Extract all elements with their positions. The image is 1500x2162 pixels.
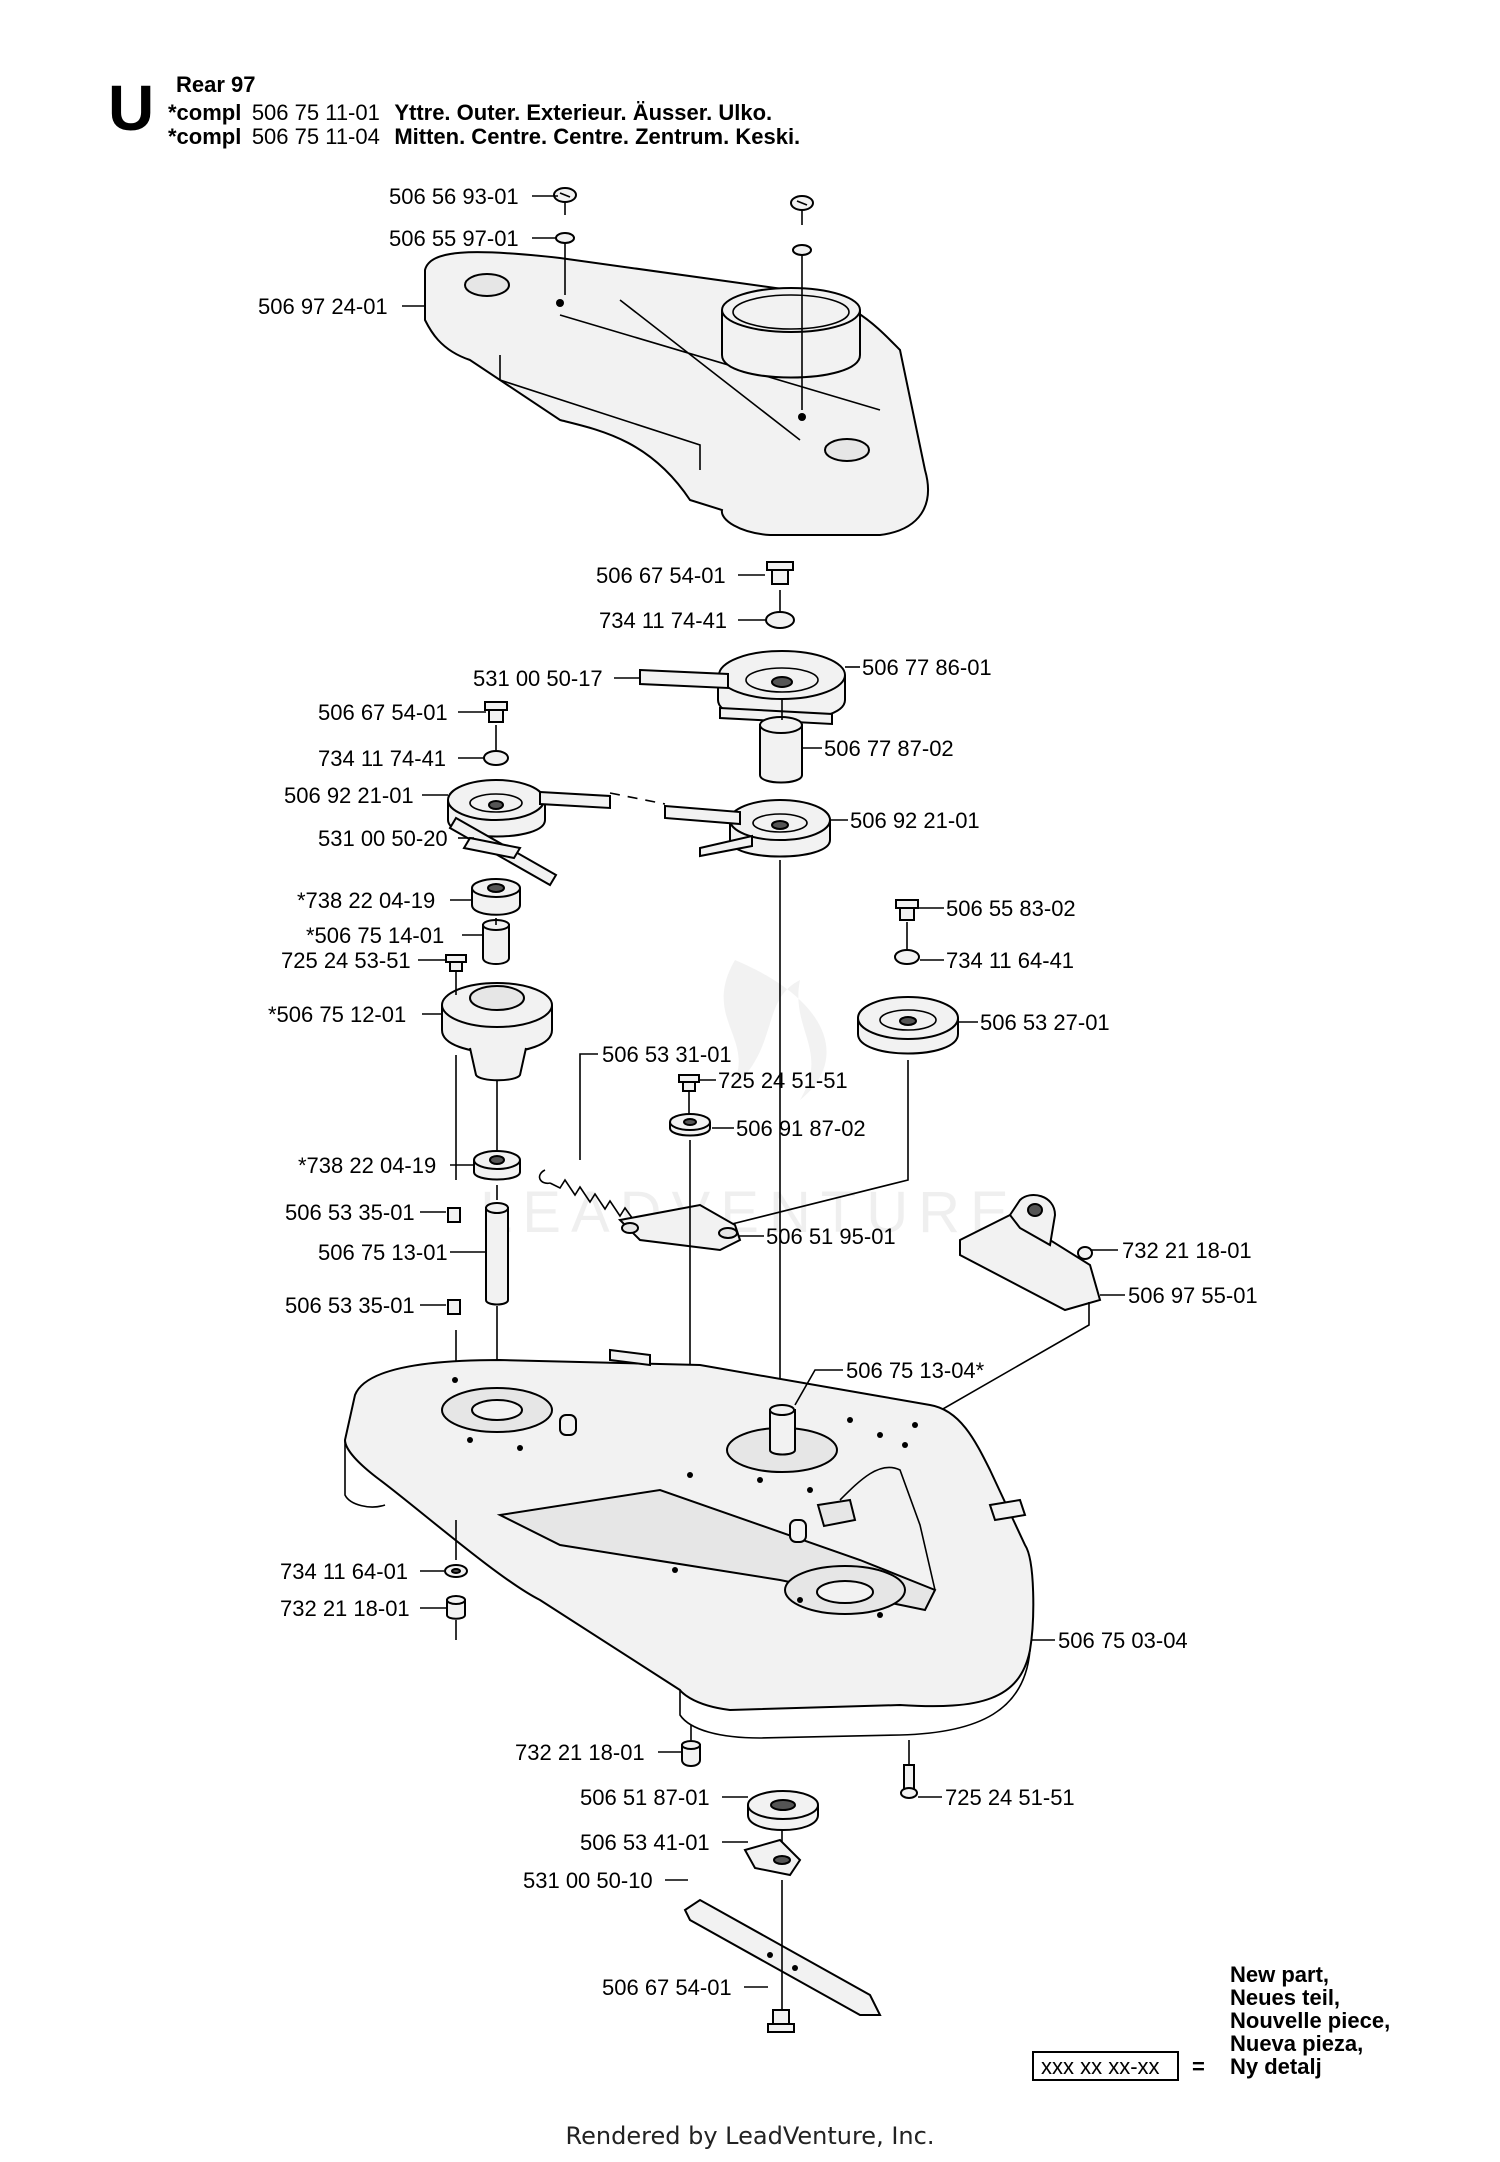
part-label: 725 24 51-51 bbox=[945, 1785, 1075, 1810]
header-line-1-number: 506 75 11-01 bbox=[252, 100, 380, 125]
part-label: 506 51 87-01 bbox=[580, 1785, 710, 1810]
part-label: 531 00 50-17 bbox=[473, 666, 603, 691]
part-label: 506 67 54-01 bbox=[318, 700, 448, 725]
part-label: 734 11 64-41 bbox=[946, 948, 1074, 973]
part-label: 531 00 50-20 bbox=[318, 826, 448, 851]
legend-equals: = bbox=[1192, 2054, 1205, 2079]
part-label: 506 53 27-01 bbox=[980, 1010, 1110, 1035]
header-line-2-prefix: *compl bbox=[168, 124, 241, 149]
legend-box-text: xxx xx xx-xx bbox=[1041, 2054, 1160, 2079]
legend-sample-box bbox=[1032, 2051, 1179, 2081]
legend-line: Neues teil, bbox=[1230, 1985, 1340, 2010]
top-cover-part bbox=[424, 251, 929, 536]
part-label: 734 11 64-01 bbox=[280, 1559, 408, 1584]
part-label: 506 67 54-01 bbox=[602, 1975, 732, 2000]
idler-bracket bbox=[617, 1074, 742, 1475]
header-title: Rear 97 bbox=[176, 72, 256, 97]
legend-line: Ny detalj bbox=[1230, 2054, 1322, 2079]
belt-531-00-50-17-end-b bbox=[719, 706, 833, 726]
blade-assembly bbox=[681, 1725, 918, 2033]
left-pulley-stack bbox=[441, 701, 611, 1400]
part-label: *738 22 04-19 bbox=[298, 1153, 436, 1178]
part-label: 725 24 53-51 bbox=[281, 948, 411, 973]
cover-boss-right bbox=[824, 438, 870, 462]
part-label: 506 56 93-01 bbox=[389, 184, 519, 209]
part-label: 734 11 74-41 bbox=[318, 746, 446, 771]
part-label: 506 67 54-01 bbox=[596, 563, 726, 588]
part-label: 506 97 55-01 bbox=[1128, 1283, 1258, 1308]
part-label: 734 11 74-41 bbox=[599, 608, 727, 633]
part-label: 506 53 31-01 bbox=[602, 1042, 732, 1067]
part-label: 732 21 18-01 bbox=[515, 1740, 645, 1765]
part-label: 506 92 21-01 bbox=[850, 808, 980, 833]
top-screw-right bbox=[790, 195, 814, 410]
part-label: 506 51 95-01 bbox=[766, 1224, 896, 1249]
part-label: *506 75 14-01 bbox=[306, 923, 444, 948]
part-label: 506 75 13-04* bbox=[846, 1358, 985, 1383]
part-label: 506 75 03-04 bbox=[1058, 1628, 1188, 1653]
left-lower-hardware bbox=[444, 1520, 468, 1640]
part-label: 732 21 18-01 bbox=[280, 1596, 410, 1621]
cover-boss-left bbox=[464, 273, 510, 297]
section-letter: U bbox=[108, 72, 154, 144]
header-line-2: *compl 506 75 11-04 Mitten. Centre. Cent… bbox=[168, 124, 800, 149]
header-line-2-number: 506 75 11-04 bbox=[252, 124, 380, 149]
idler-pulley-group bbox=[727, 899, 959, 1226]
part-label: 531 00 50-10 bbox=[523, 1868, 653, 1893]
part-label: 506 55 97-01 bbox=[389, 226, 519, 251]
footer-credit: Rendered by LeadVenture, Inc. bbox=[566, 2122, 935, 2150]
new-part-legend: xxx xx xx-xx = New part, Neues teil, Nou… bbox=[1032, 1962, 1390, 2081]
part-label: 506 77 86-01 bbox=[862, 655, 992, 680]
legend-line: Nouvelle piece, bbox=[1230, 2008, 1390, 2033]
part-label: *738 22 04-19 bbox=[297, 888, 435, 913]
diagram-header: U Rear 97 *compl 506 75 11-01 Yttre. Out… bbox=[108, 72, 800, 149]
header-line-1-desc: Yttre. Outer. Exterieur. Äusser. Ulko. bbox=[394, 100, 772, 125]
part-label: 506 53 35-01 bbox=[285, 1200, 415, 1225]
right-pulley-stack bbox=[639, 561, 846, 1390]
header-line-1: *compl 506 75 11-01 Yttre. Outer. Exteri… bbox=[168, 100, 772, 125]
legend-line: Nueva pieza, bbox=[1230, 2031, 1363, 2056]
header-line-2-desc: Mitten. Centre. Centre. Zentrum. Keski. bbox=[394, 124, 800, 149]
watermark-text: LEADVENTURE bbox=[480, 1180, 1019, 1245]
part-label: 506 92 21-01 bbox=[284, 783, 414, 808]
part-label: 506 77 87-02 bbox=[824, 736, 954, 761]
part-label: 506 53 41-01 bbox=[580, 1830, 710, 1855]
part-labels: 506 56 93-01 506 55 97-01 506 97 24-01 5… bbox=[258, 184, 1258, 2000]
watermark-flame-icon bbox=[723, 960, 827, 1100]
legend-line: New part, bbox=[1230, 1962, 1329, 1987]
belt-dashed-path bbox=[609, 792, 666, 805]
part-label: 506 97 24-01 bbox=[258, 294, 388, 319]
part-label: 732 21 18-01 bbox=[1122, 1238, 1252, 1263]
part-label: *506 75 12-01 bbox=[268, 1002, 406, 1027]
header-line-1-prefix: *compl bbox=[168, 100, 241, 125]
part-label: 506 91 87-02 bbox=[736, 1116, 866, 1141]
deck-bracket-part bbox=[914, 1194, 1102, 1426]
tension-spring bbox=[538, 1070, 636, 1223]
mower-deck-part bbox=[343, 1348, 1035, 1739]
watermark: LEADVENTURE bbox=[480, 960, 1019, 1245]
belt-531-00-50-17-end-a bbox=[639, 668, 729, 690]
leader-lines bbox=[402, 195, 1125, 1988]
part-label: 506 55 83-02 bbox=[946, 896, 1076, 921]
part-label: 506 75 13-01 bbox=[318, 1240, 448, 1265]
part-label: 725 24 51-51 bbox=[718, 1068, 848, 1093]
part-label: 506 53 35-01 bbox=[285, 1293, 415, 1318]
